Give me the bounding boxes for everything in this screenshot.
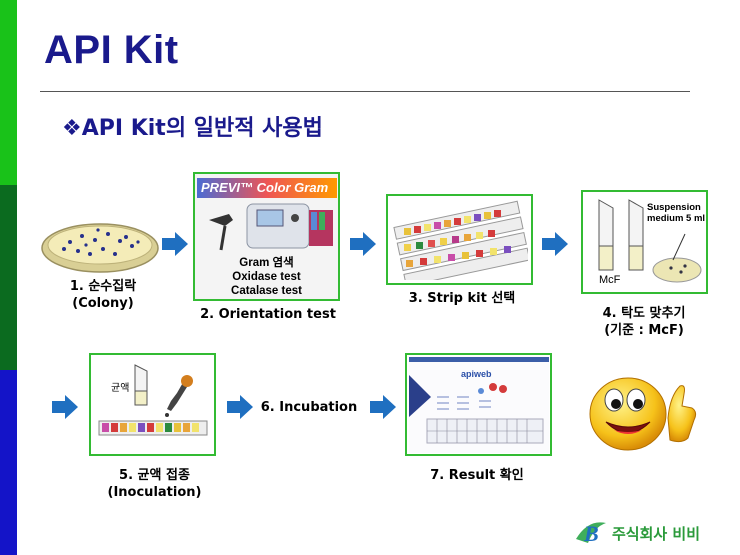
turbidity-frame: Suspension medium 5 ml McF	[581, 190, 708, 294]
strip-kit-frame	[386, 194, 533, 285]
svg-text:apiweb: apiweb	[461, 369, 492, 379]
company-logo: B 주식회사 비비	[574, 517, 734, 547]
suspension-tubes-image	[598, 199, 702, 283]
arrow-right-icon	[162, 232, 188, 256]
step5-caption: 5. 균액 접종 (Inoculation)	[92, 467, 217, 501]
step6-caption: 6. Incubation	[260, 400, 358, 415]
arrow-right-icon	[350, 232, 376, 256]
side-bar-top	[0, 0, 17, 185]
arrow-right-icon	[52, 395, 78, 419]
gram-stainer-machine	[209, 203, 333, 251]
step1-subtitle: (Colony)	[72, 296, 134, 311]
test-catalase: Catalase test	[231, 285, 302, 297]
arrow-right-icon	[227, 395, 253, 419]
step4-caption: 4. 탁도 맞추기 (기준 : McF)	[578, 305, 710, 339]
arrow-right-icon	[542, 232, 568, 256]
side-bar-middle	[0, 185, 17, 370]
step1-title: 1. 순수집락	[69, 279, 137, 294]
orientation-tests: Gram 염색 Oxidase test Catalase test	[195, 256, 338, 298]
side-bar-bottom	[0, 370, 17, 555]
title-divider	[40, 91, 690, 92]
result-frame: apiweb	[405, 353, 552, 456]
step2-caption: 2. Orientation test	[200, 307, 336, 322]
smiley-thumbs-up-icon	[589, 377, 697, 451]
step1-caption: 1. 순수집락 (Colony)	[48, 278, 158, 312]
apiweb-screenshot: apiweb	[409, 357, 549, 453]
previ-banner: PREVI™ Color Gram	[197, 178, 337, 198]
step3-caption: 3. Strip kit 선택	[408, 291, 516, 306]
step4-title: 4. 탁도 맞추기	[602, 306, 686, 321]
inoculation-image	[98, 364, 208, 436]
suspension-label: Suspension medium 5 ml	[647, 202, 706, 224]
step7-caption: 7. Result 확인	[430, 468, 524, 483]
test-gram-stain: Gram 염색	[239, 257, 294, 269]
step5-title: 5. 균액 접종	[119, 468, 190, 483]
inoculation-frame: 균액	[89, 353, 216, 456]
logo-text: 주식회사 비비	[612, 525, 701, 543]
arrow-right-icon	[370, 395, 396, 419]
orientation-frame: PREVI™ Color Gram Gram 염색 Oxidase test C…	[193, 172, 340, 301]
page-title: API Kit	[44, 28, 179, 72]
mcf-label: McF	[599, 274, 621, 286]
test-oxidase: Oxidase test	[232, 271, 301, 283]
section-subtitle: ❖API Kit의 일반적 사용법	[62, 116, 323, 141]
step4-subtitle: (기준 : McF)	[604, 323, 684, 338]
step5-subtitle: (Inoculation)	[107, 485, 202, 500]
suspension-tube-label: 균액	[111, 383, 130, 394]
logo-letter: B	[583, 521, 599, 546]
api-strips-image	[393, 200, 528, 280]
logo-mark-icon: B	[576, 521, 606, 546]
petri-dish-image	[41, 223, 159, 273]
